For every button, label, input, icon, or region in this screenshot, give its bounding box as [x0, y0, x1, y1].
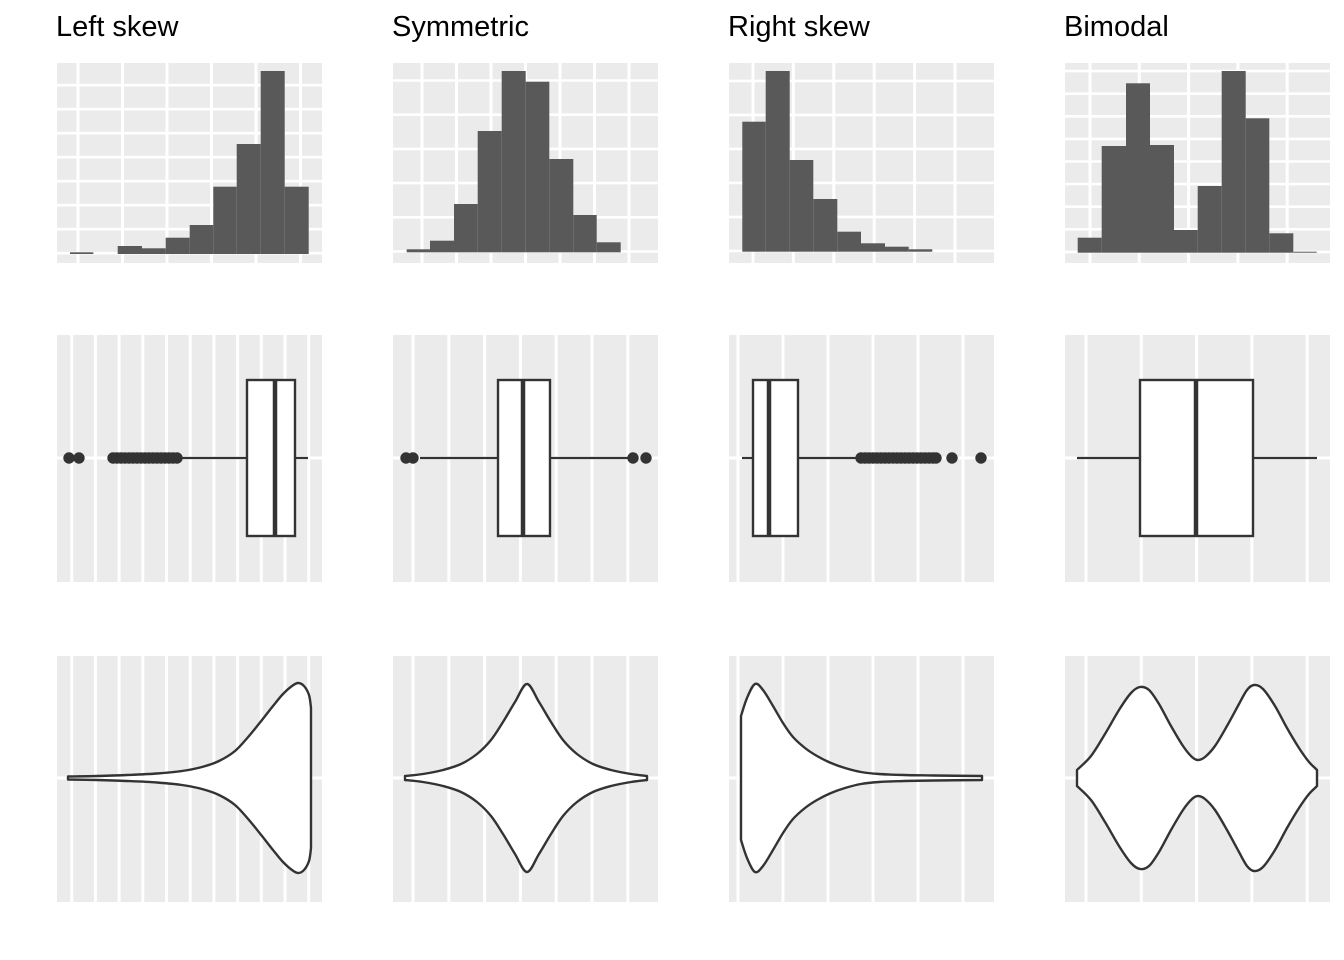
histogram-bar: [213, 186, 237, 254]
histogram-bar: [573, 215, 597, 253]
histogram-bar: [742, 121, 766, 252]
violin-panel-bimodal: [1065, 656, 1330, 902]
outlier-dot: [407, 452, 419, 464]
violin-shape: [403, 682, 649, 874]
histogram-panel-bimodal: [1065, 63, 1330, 263]
histogram-bar: [861, 243, 885, 252]
histogram-bar: [165, 237, 190, 254]
histogram-2: [729, 63, 994, 263]
violin-panel-right-skew: [729, 656, 994, 902]
violin-shape: [1075, 683, 1319, 873]
histogram-bar: [236, 144, 261, 254]
boxplot-panel-right-skew: [729, 335, 994, 582]
outlier-dot: [73, 452, 85, 464]
boxplot-panel-symmetric: [393, 335, 658, 582]
histogram-bar: [596, 242, 621, 253]
box: [245, 378, 297, 538]
histogram-bar: [1077, 237, 1102, 253]
violin-panel-symmetric: [393, 656, 658, 902]
histogram-1: [393, 63, 658, 263]
histogram-bar: [837, 231, 861, 252]
violin-2: [729, 656, 994, 902]
violin-0: [57, 656, 322, 902]
histogram-bar: [406, 249, 430, 253]
histogram-bar: [142, 248, 166, 254]
histogram-bar: [1245, 118, 1270, 253]
histogram-bar: [1221, 71, 1246, 253]
histogram-bar: [260, 71, 285, 254]
boxplot-1: [393, 335, 658, 582]
boxplot-3: [1065, 335, 1330, 582]
boxplot-0: [57, 335, 322, 582]
panel-title-right-skew: Right skew: [728, 11, 870, 43]
outlier-dot: [946, 452, 958, 464]
histogram-bar: [1197, 186, 1222, 253]
histogram-bar: [1126, 83, 1150, 253]
outlier-dot: [640, 452, 652, 464]
histogram-bar: [765, 71, 790, 252]
histogram-bar: [885, 246, 909, 252]
histogram-panel-right-skew: [729, 63, 994, 263]
violin-1: [393, 656, 658, 902]
panel-title-bimodal: Bimodal: [1064, 11, 1169, 43]
histogram-bar: [813, 199, 838, 252]
histogram-panel-symmetric: [393, 63, 658, 263]
histogram-bar: [1174, 230, 1198, 253]
violin-shape: [66, 681, 313, 875]
histogram-0: [57, 63, 322, 263]
histogram-bar: [70, 252, 94, 254]
boxplot-panel-bimodal: [1065, 335, 1330, 582]
histogram-bar: [284, 186, 309, 254]
box: [751, 378, 800, 538]
histogram-bar: [117, 246, 142, 254]
histogram-bar: [789, 160, 814, 252]
histogram-bar: [477, 131, 502, 253]
boxplot-2: [729, 335, 994, 582]
histogram-bar: [189, 225, 214, 254]
histogram-panel-left-skew: [57, 63, 322, 263]
histogram-bar: [525, 81, 550, 253]
outlier-dot: [975, 452, 987, 464]
histogram-bar: [1269, 233, 1294, 253]
violin-3: [1065, 656, 1330, 902]
histogram-bar: [1150, 145, 1174, 253]
outlier-dot: [627, 452, 639, 464]
panel-title-left-skew: Left skew: [56, 11, 179, 43]
histogram-bar: [1101, 146, 1126, 253]
violin-shape: [739, 682, 984, 874]
outlier-dot: [171, 452, 183, 464]
histogram-bar: [908, 249, 933, 252]
histogram-bar: [549, 159, 574, 253]
histogram-bar: [430, 240, 454, 253]
histogram-3: [1065, 63, 1330, 263]
outlier-dot: [63, 452, 75, 464]
histogram-bar: [1293, 251, 1317, 253]
panel-title-symmetric: Symmetric: [392, 11, 529, 43]
histogram-bar: [501, 71, 526, 253]
histogram-bar: [454, 204, 478, 253]
boxplot-panel-left-skew: [57, 335, 322, 582]
outlier-dot: [930, 452, 942, 464]
violin-panel-left-skew: [57, 656, 322, 902]
